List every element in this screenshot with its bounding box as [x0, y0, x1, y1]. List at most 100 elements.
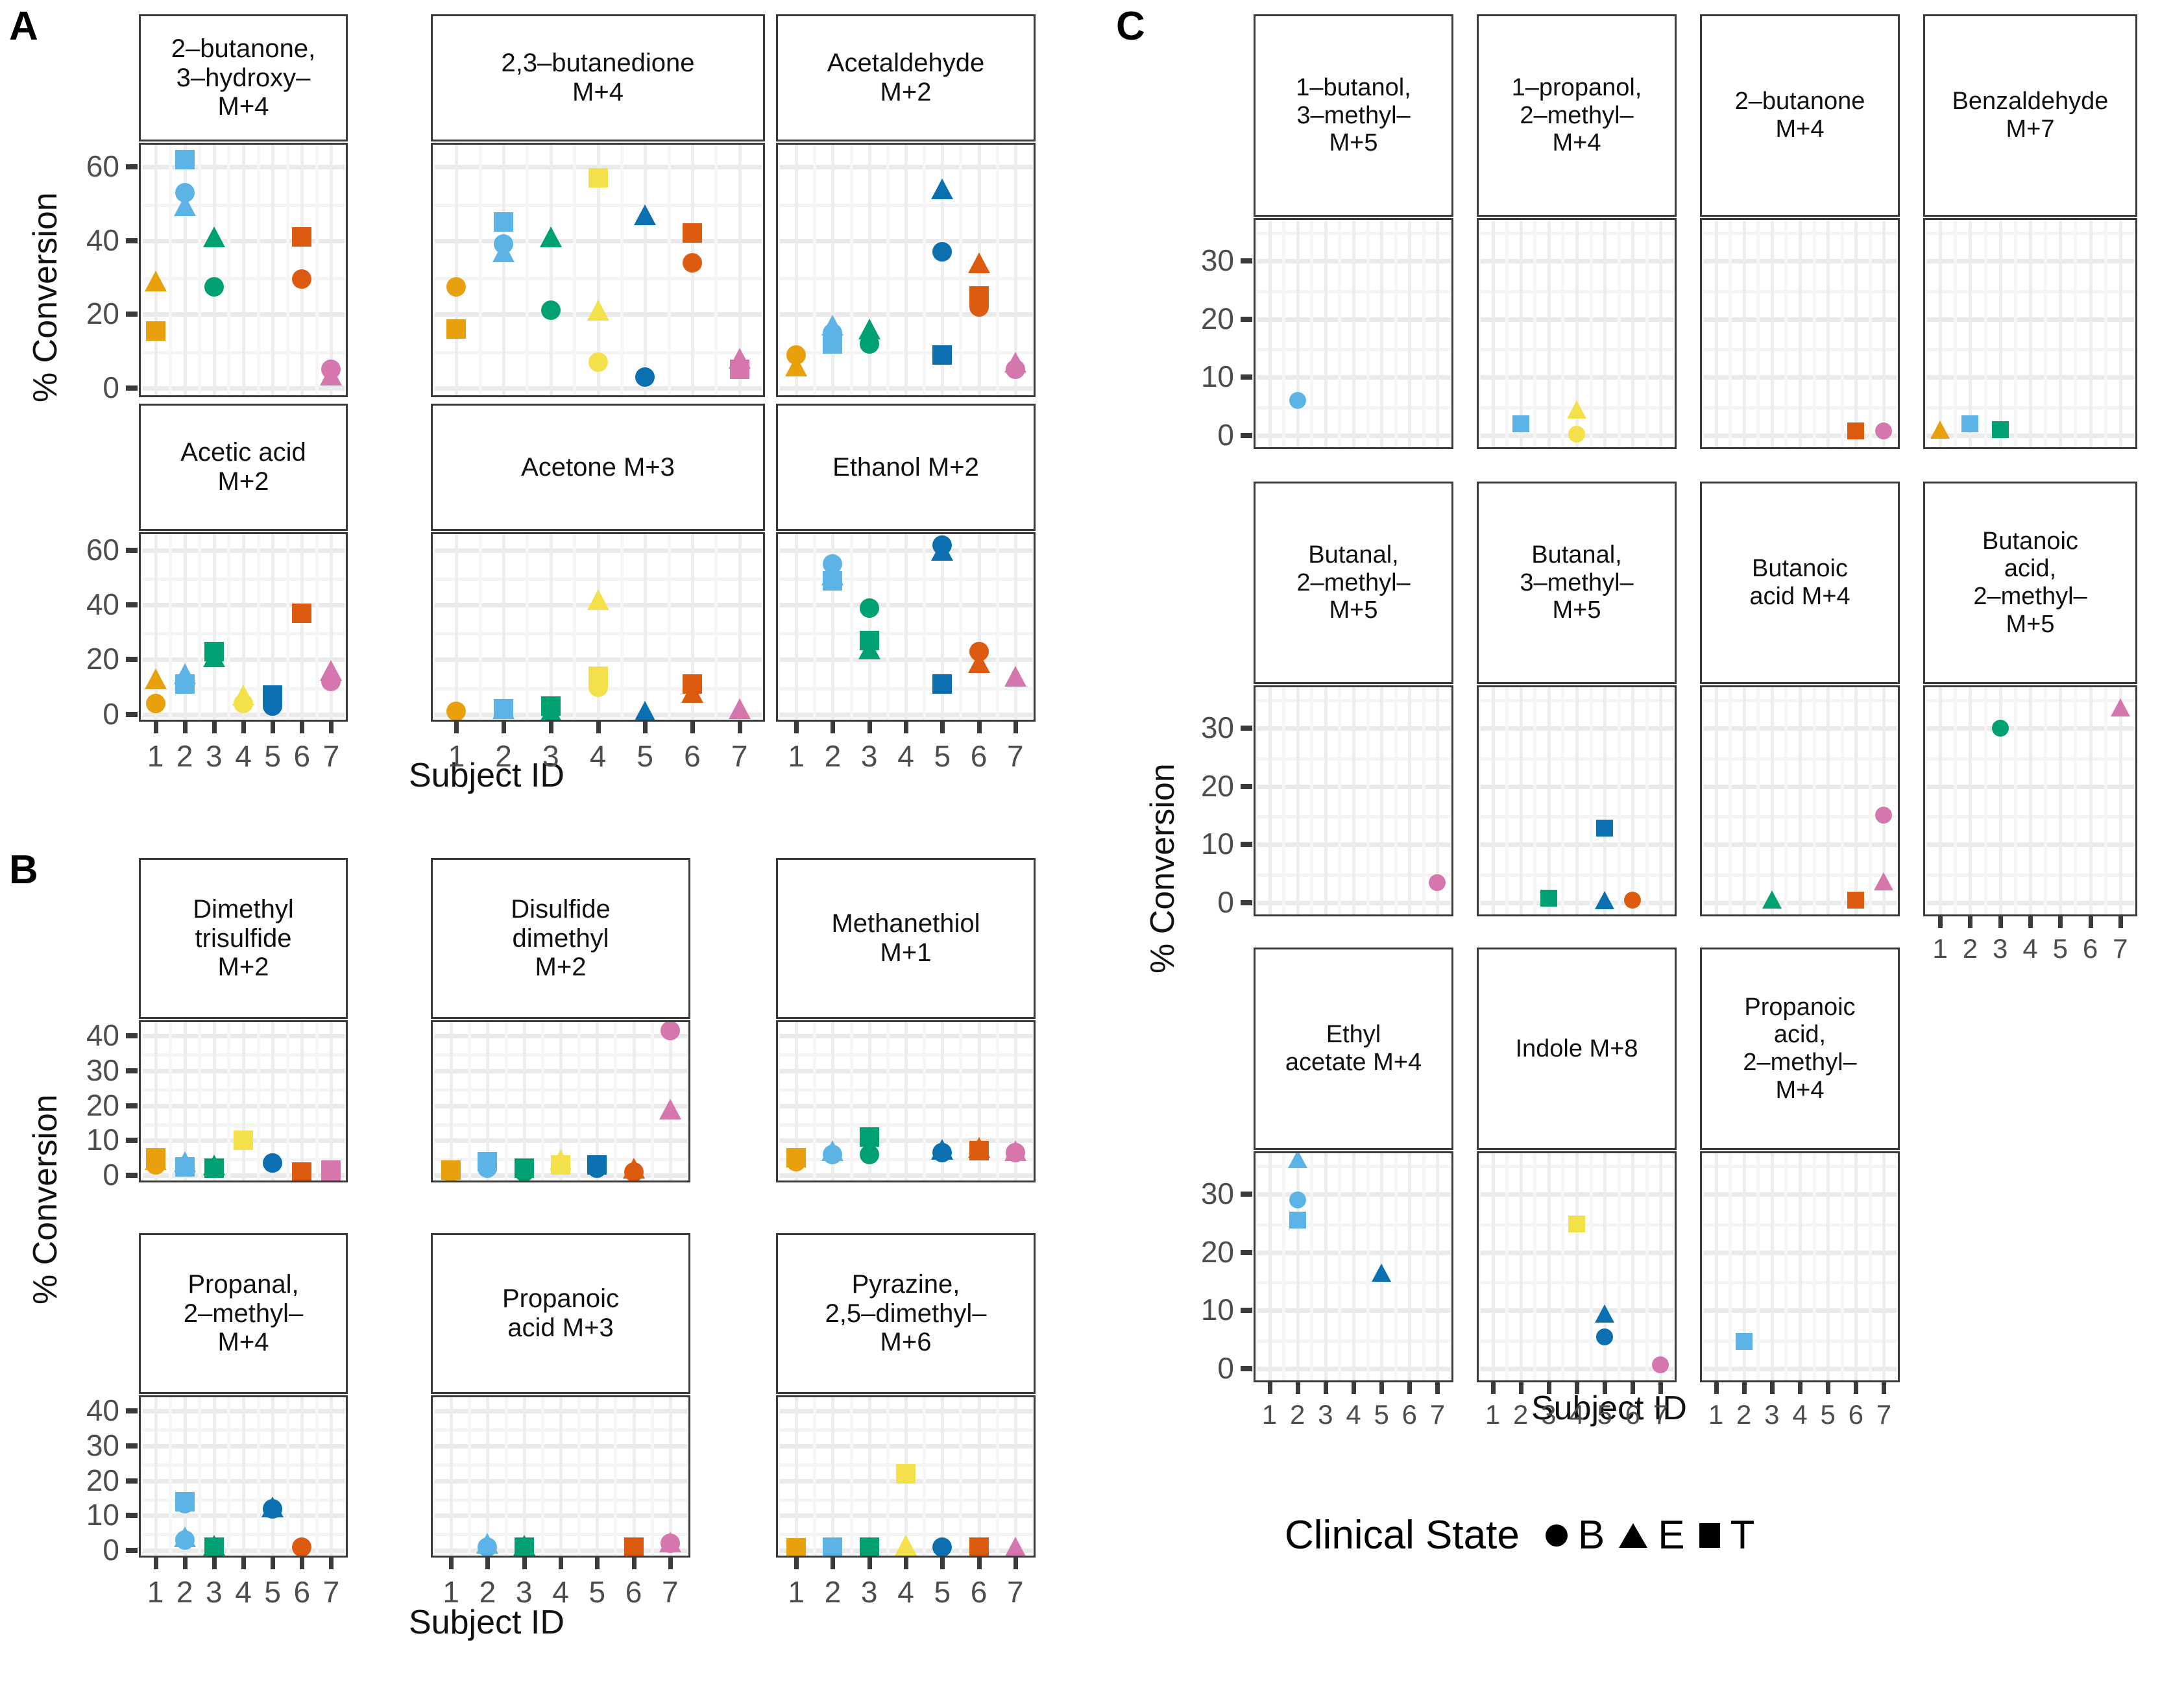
y-axis-tick: [1241, 842, 1252, 848]
y-axis-tick-label: 40: [86, 587, 119, 622]
gridline-major-v: [1436, 687, 1440, 914]
gridline-minor-v: [1450, 687, 1451, 914]
x-axis-tick-label: 1: [147, 739, 164, 773]
gridline-major-v: [738, 534, 742, 720]
gridline-minor-v: [1868, 687, 1872, 914]
gridline-minor-v: [315, 1397, 319, 1556]
data-point-circle: [263, 1153, 283, 1173]
y-axis-tick-label: 40: [86, 1018, 119, 1053]
gridline-minor-v: [285, 534, 289, 720]
data-point-triangle: [1874, 872, 1894, 890]
gridline-major-v: [330, 145, 334, 395]
gridline-minor-v: [433, 1397, 435, 1556]
x-axis-tick-label: 6: [970, 739, 988, 773]
gridline-major-v: [1324, 220, 1328, 447]
gridline-major-v: [1714, 687, 1718, 914]
gridline-major-v: [1659, 1153, 1663, 1380]
gridline-minor-v: [614, 1397, 618, 1556]
x-axis-tick: [977, 722, 982, 733]
gridline-major-v: [1408, 1153, 1412, 1380]
y-axis-tick: [1241, 433, 1252, 439]
gridline-minor-v: [169, 1397, 173, 1556]
gridline-minor-v: [1729, 1153, 1732, 1380]
facet-c-6: Butanal,3–methyl–M+5: [1477, 482, 1677, 916]
gridline-minor-v: [778, 1022, 780, 1180]
gridline-minor-v: [813, 1022, 817, 1180]
gridline-minor-v: [198, 1397, 202, 1556]
gridline-minor-v: [1032, 534, 1034, 720]
y-axis-tick-label: 10: [1200, 827, 1234, 861]
data-point-triangle: [1567, 400, 1586, 419]
x-axis-tick-label: 3: [860, 739, 878, 773]
gridline-minor-v: [762, 145, 763, 395]
gridline-major-v: [795, 1022, 799, 1180]
gridline-major-v: [904, 1022, 908, 1180]
gridline-minor-v: [714, 534, 718, 720]
gridline-minor-v: [1394, 1153, 1398, 1380]
facet-plot-area: [1254, 218, 1453, 449]
gridline-minor-v: [285, 145, 289, 395]
x-axis-tick-label: 4: [235, 1575, 252, 1609]
gridline-minor-v: [1897, 220, 1898, 447]
gridline-major-v: [1631, 687, 1635, 914]
x-axis-tick: [300, 1558, 305, 1569]
x-axis-tick-label: 6: [293, 739, 311, 773]
x-axis-tick: [977, 1558, 982, 1569]
data-point-triangle: [587, 589, 609, 610]
data-point-triangle: [858, 638, 880, 659]
facet-c-10: Indole M+8: [1477, 948, 1677, 1382]
gridline-minor-v: [1561, 687, 1565, 914]
y-axis-tick-label: 0: [103, 696, 119, 731]
x-axis-tick: [212, 722, 217, 733]
x-axis-tick-label: 7: [731, 739, 748, 773]
gridline-major-v: [632, 1022, 636, 1180]
gridline-minor-v: [1589, 220, 1593, 447]
panel-letter-b: B: [9, 848, 38, 892]
data-point-circle: [786, 1151, 807, 1171]
gridline-minor-v: [169, 145, 173, 395]
gridline-minor-v: [345, 534, 346, 720]
x-axis-tick: [1575, 1382, 1579, 1394]
y-axis-tick-label: 0: [1217, 885, 1234, 920]
gridline-major-v: [1436, 1153, 1440, 1380]
gridline-minor-v: [1338, 220, 1342, 447]
data-point-triangle: [1004, 665, 1026, 687]
gridline-minor-v: [849, 534, 853, 720]
data-point-circle: [1512, 415, 1529, 433]
data-point-triangle: [539, 701, 562, 720]
y-axis-tick-label: 20: [86, 1463, 119, 1497]
data-point-circle: [1568, 426, 1585, 443]
data-point-square: [1991, 421, 2009, 439]
gridline-minor-v: [526, 534, 529, 720]
gridline-minor-v: [315, 534, 319, 720]
facet-c-5: Butanal,2–methyl–M+5: [1254, 482, 1453, 916]
y-axis-tick: [126, 1103, 138, 1108]
gridline-minor-v: [1366, 1153, 1370, 1380]
gridline-minor-v: [540, 1022, 544, 1180]
x-axis-tick-label: 5: [2052, 933, 2068, 964]
gridline-major-v: [1268, 1153, 1272, 1380]
gridline-minor-v: [198, 1022, 202, 1180]
gridline-minor-v: [1868, 220, 1872, 447]
gridline-major-v: [1575, 687, 1579, 914]
data-point-triangle: [1595, 1304, 1615, 1323]
gridline-major-v: [1519, 1153, 1523, 1380]
facet-c-1: 1–butanol,3–methyl–M+5: [1254, 14, 1453, 449]
gridline-minor-v: [573, 534, 577, 720]
data-point-square: [446, 319, 467, 339]
x-axis-tick: [271, 1558, 276, 1569]
x-axis-tick-label: 2: [824, 1575, 842, 1609]
facet-plot-area: [776, 143, 1036, 397]
gridline-minor-v: [198, 534, 202, 720]
gridline-minor-v: [1589, 687, 1593, 914]
gridline-major-v: [1491, 687, 1495, 914]
gridline-major-v: [1826, 687, 1830, 914]
x-axis-title-a: Subject ID: [409, 757, 564, 794]
x-axis-tick-label: 4: [235, 739, 252, 773]
gridline-major-v: [977, 1022, 981, 1180]
gridline-major-v: [1408, 220, 1412, 447]
facet-title: Butanal,2–methyl–M+5: [1296, 541, 1411, 624]
data-point-square: [859, 1537, 879, 1556]
